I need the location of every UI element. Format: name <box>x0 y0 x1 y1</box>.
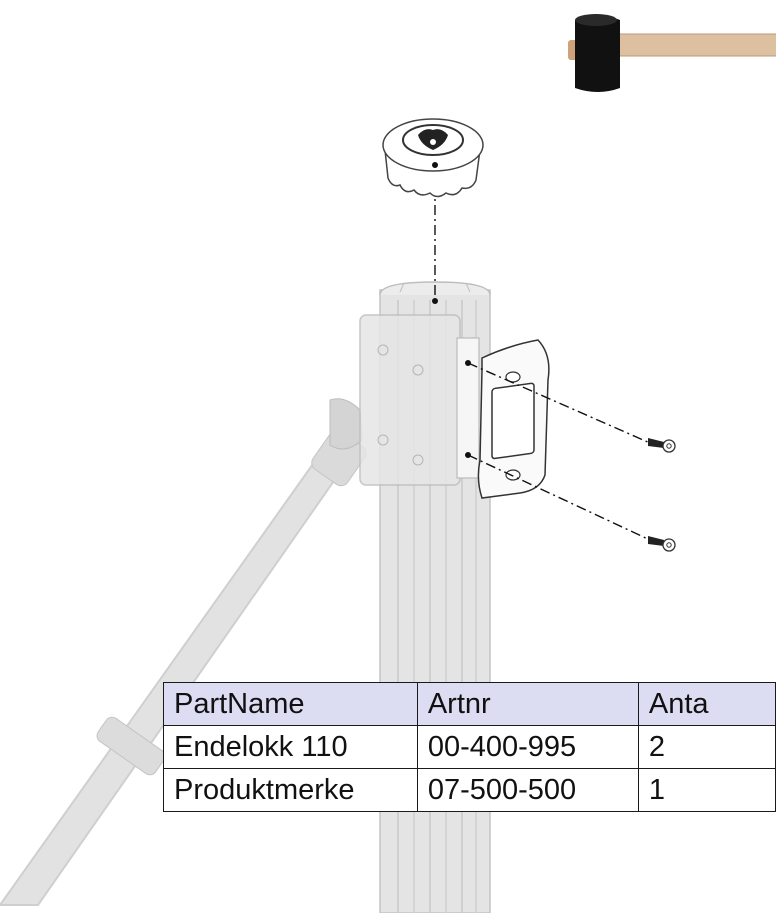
parts-table: PartName Artnr Anta Endelokk 110 00-400-… <box>163 682 776 812</box>
table-header-row: PartName Artnr Anta <box>163 682 776 726</box>
screw <box>648 438 676 453</box>
column-header-partname: PartName <box>163 682 418 726</box>
table-row: Produktmerke 07-500-500 1 <box>163 768 776 812</box>
diagonal-strut <box>0 398 367 906</box>
end-cap <box>382 118 484 198</box>
cell-antall: 2 <box>637 725 776 769</box>
column-header-antall: Anta <box>637 682 776 726</box>
cell-partname: Produktmerke <box>163 768 418 812</box>
clamp-block <box>359 314 461 486</box>
label-plate <box>477 339 550 499</box>
cell-artnr: 07-500-500 <box>416 768 639 812</box>
mallet-icon <box>568 14 776 92</box>
screw <box>648 536 676 552</box>
cell-partname: Endelokk 110 <box>163 725 418 769</box>
cell-artnr: 00-400-995 <box>416 725 639 769</box>
slot-strip <box>456 337 480 479</box>
cell-antall: 1 <box>637 768 776 812</box>
column-header-artnr: Artnr <box>416 682 639 726</box>
table-row: Endelokk 110 00-400-995 2 <box>163 725 776 769</box>
